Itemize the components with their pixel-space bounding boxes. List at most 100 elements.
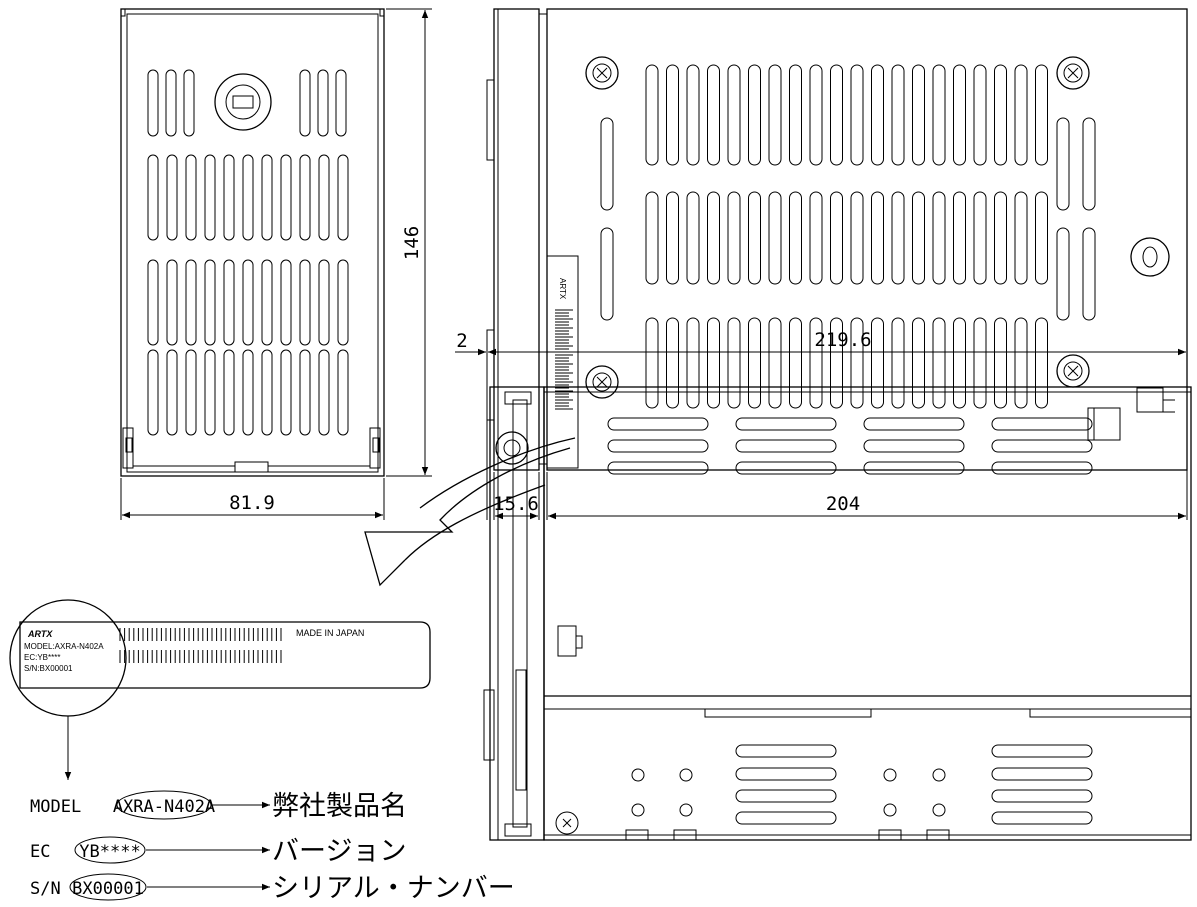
- front-vent-slots: [147, 69, 349, 436]
- side-slot: [789, 317, 802, 409]
- front-slot: [280, 259, 292, 346]
- legend-ec-desc: バージョン: [272, 836, 406, 867]
- bottom-screw-icon: [555, 811, 579, 835]
- screw-icon: [1056, 56, 1090, 90]
- side-slot: [953, 191, 966, 285]
- front-slot: [318, 259, 330, 346]
- dim-front-height: 146: [386, 8, 432, 477]
- side-slot: [1014, 317, 1028, 409]
- bottom-hole-icon: [932, 768, 946, 782]
- front-slot: [166, 259, 178, 346]
- side-slot: [1014, 191, 1028, 285]
- knob-icon: [1130, 237, 1170, 277]
- side-slot: [666, 64, 679, 166]
- side-slot: [727, 317, 741, 409]
- bottom-hole-icon: [883, 768, 897, 782]
- front-slot: [280, 154, 292, 241]
- side-slot: [727, 64, 741, 166]
- side-slot: [912, 317, 925, 409]
- hinge-screw-icon: [495, 431, 529, 465]
- bottom-slot: [735, 439, 837, 453]
- side-slot: [768, 191, 782, 285]
- side-bezel: [493, 8, 540, 471]
- front-slot: [337, 349, 349, 436]
- bottom-slot: [991, 417, 1093, 431]
- side-slot: [707, 191, 720, 285]
- callout-arrow: [364, 437, 576, 587]
- front-slot: [166, 154, 178, 241]
- side-slot: [1056, 227, 1070, 321]
- side-slot: [727, 191, 741, 285]
- side-slot: [912, 64, 925, 166]
- front-slot: [147, 259, 159, 346]
- side-slot: [748, 64, 761, 166]
- side-vent-slots: [600, 64, 1096, 409]
- front-slot: [204, 349, 216, 436]
- legend-sn-prefix: S/N: [30, 879, 61, 899]
- bottom-hole-icon: [631, 768, 645, 782]
- bottom-view-drawing: [483, 386, 1192, 841]
- front-slot: [335, 69, 347, 137]
- side-slot: [850, 64, 864, 166]
- side-slot: [953, 317, 966, 409]
- side-slot: [789, 64, 802, 166]
- side-slot: [830, 64, 843, 166]
- label-barcodes: [119, 628, 282, 663]
- front-slot: [317, 69, 329, 137]
- side-slot: [768, 317, 782, 409]
- front-hinges: [122, 427, 381, 473]
- dim-front-width-text: 81.9: [229, 492, 275, 514]
- label-model-line: MODEL:AXRA-N402A: [24, 642, 104, 651]
- side-slot: [850, 191, 864, 285]
- key-lock-icon: [214, 73, 272, 131]
- screw-cross: [1067, 365, 1079, 377]
- side-slot: [994, 64, 1007, 166]
- front-slot: [299, 259, 311, 346]
- side-slot: [686, 64, 700, 166]
- bottom-slot: [735, 767, 837, 781]
- front-slot: [183, 69, 195, 137]
- side-slot: [1056, 117, 1070, 211]
- front-slot: [204, 259, 216, 346]
- bottom-slot: [991, 767, 1093, 781]
- front-slot: [166, 349, 178, 436]
- side-slot: [830, 317, 843, 409]
- side-slot: [850, 317, 864, 409]
- label-ec-line: EC:YB****: [24, 653, 60, 662]
- side-slot: [1035, 191, 1048, 285]
- legend-model-prefix: MODEL: [30, 797, 81, 817]
- side-label-sticker: ARTX: [546, 255, 579, 469]
- front-slot: [242, 349, 254, 436]
- side-slot: [1035, 64, 1048, 166]
- front-slot: [147, 154, 159, 241]
- bottom-slot: [991, 744, 1093, 758]
- front-slot: [337, 259, 349, 346]
- side-slot: [891, 317, 905, 409]
- front-slot: [261, 154, 273, 241]
- side-slot: [891, 191, 905, 285]
- bottom-slot: [607, 417, 709, 431]
- front-slot: [223, 349, 235, 436]
- screw-inner: [592, 372, 612, 392]
- front-slot: [242, 154, 254, 241]
- side-slot: [686, 191, 700, 285]
- side-slot: [748, 191, 761, 285]
- front-slot: [185, 349, 197, 436]
- side-slot: [645, 191, 659, 285]
- side-slot: [600, 117, 614, 211]
- bottom-view: [544, 387, 1192, 841]
- bottom-slot: [607, 439, 709, 453]
- screw-icon: [585, 365, 619, 399]
- side-slot: [748, 317, 761, 409]
- front-slot: [223, 259, 235, 346]
- side-slot: [666, 317, 679, 409]
- side-slot: [830, 191, 843, 285]
- legend-sn-value: BX00001: [72, 879, 144, 899]
- side-slot: [1014, 64, 1028, 166]
- side-slot: [912, 191, 925, 285]
- front-slot: [261, 349, 273, 436]
- front-slot: [299, 69, 311, 137]
- side-slot: [973, 191, 987, 285]
- side-slot: [809, 64, 823, 166]
- front-slot: [242, 259, 254, 346]
